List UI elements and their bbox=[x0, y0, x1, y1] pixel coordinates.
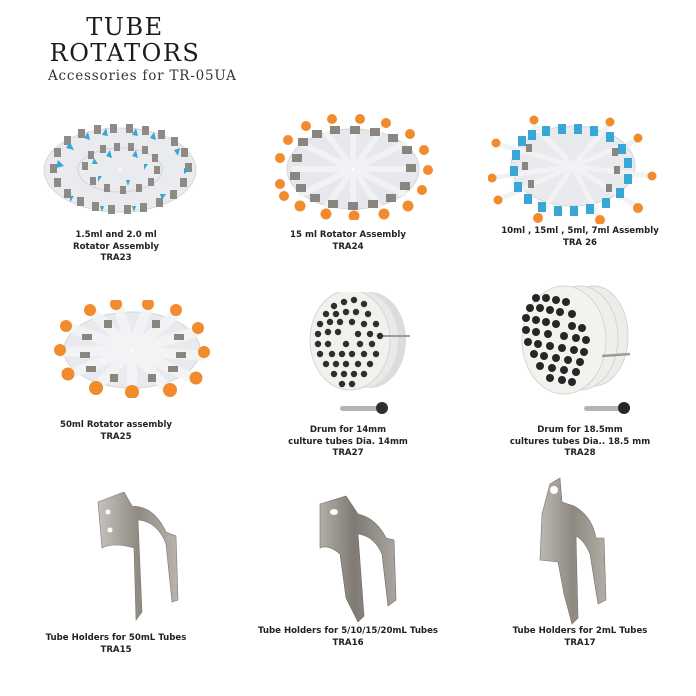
title-line-1: TUBE bbox=[86, 13, 164, 41]
caption-line: Tube Holders for 2mL Tubes bbox=[512, 626, 648, 636]
rotator-disc-multi-image bbox=[488, 114, 658, 224]
caption-part-number: TRA28 bbox=[564, 448, 596, 458]
clip-50ml-image bbox=[94, 492, 194, 622]
caption-line: Tube Holders for 50mL Tubes bbox=[45, 633, 187, 643]
subtitle: Accessories for TR-05UA bbox=[48, 68, 237, 84]
product-caption-tra25: 50ml Rotator assembly TRA25 bbox=[0, 420, 232, 443]
caption-part-number: TRA16 bbox=[332, 637, 364, 648]
rotator-disc-microtubes-image bbox=[40, 118, 200, 218]
caption-line: Drum for 18.5mm bbox=[537, 425, 623, 435]
rotator-disc-50ml-image bbox=[52, 300, 212, 398]
product-caption-tra16: Tube Holders for 5/10/15/20mL Tubes TRA1… bbox=[232, 626, 464, 649]
drum-18mm-image bbox=[516, 284, 636, 422]
caption-part-number: TRA27 bbox=[332, 448, 364, 458]
caption-part-number: TRA15 bbox=[100, 644, 132, 655]
clip-20ml-image bbox=[318, 494, 418, 624]
product-caption-tra27: Drum for 14mm culture tubes Dia. 14mm TR… bbox=[232, 425, 464, 460]
caption-part-number: TRA17 bbox=[564, 637, 596, 648]
product-caption-tra17: Tube Holders for 2mL Tubes TRA17 bbox=[464, 626, 696, 649]
caption-line: Rotator Assembly bbox=[72, 241, 160, 252]
caption-line: Drum for 14mm bbox=[309, 425, 387, 435]
caption-line: 10ml , 15ml , 5ml, 7ml Assembly bbox=[501, 226, 659, 236]
page-header: TUBE ROTATORS Accessories for TR-05UA bbox=[0, 14, 250, 84]
product-caption-tra28: Drum for 18.5mm cultures tubes Dia.. 18.… bbox=[464, 425, 696, 460]
product-caption-tra23: 1.5ml and 2.0 ml Rotator Assembly TRA23 bbox=[0, 230, 232, 265]
caption-part-number: TRA23 bbox=[100, 253, 132, 263]
caption-part-number: TRA24 bbox=[332, 241, 364, 252]
caption-line: Tube Holders for 5/10/15/20mL Tubes bbox=[257, 626, 439, 636]
caption-line: 50ml Rotator assembly bbox=[59, 420, 173, 430]
title-line-2: ROTATORS bbox=[49, 39, 201, 67]
rotator-disc-15ml-image bbox=[272, 114, 434, 220]
product-caption-tra15: Tube Holders for 50mL Tubes TRA15 bbox=[0, 633, 232, 656]
clip-2ml-image bbox=[538, 476, 638, 626]
caption-part-number: TRA25 bbox=[100, 431, 132, 442]
caption-line: 1.5ml and 2.0 ml bbox=[75, 230, 157, 240]
caption-line: culture tubes Dia. 14mm bbox=[288, 436, 408, 447]
caption-line: cultures tubes Dia.. 18.5 mm bbox=[509, 436, 651, 447]
caption-line: 15 ml Rotator Assembly bbox=[290, 230, 406, 240]
product-caption-tra26: 10ml , 15ml , 5ml, 7ml Assembly TRA 26 bbox=[464, 226, 696, 249]
drum-14mm-image bbox=[306, 292, 416, 422]
caption-part-number: TRA 26 bbox=[562, 237, 598, 248]
product-caption-tra24: 15 ml Rotator Assembly TRA24 bbox=[232, 230, 464, 253]
